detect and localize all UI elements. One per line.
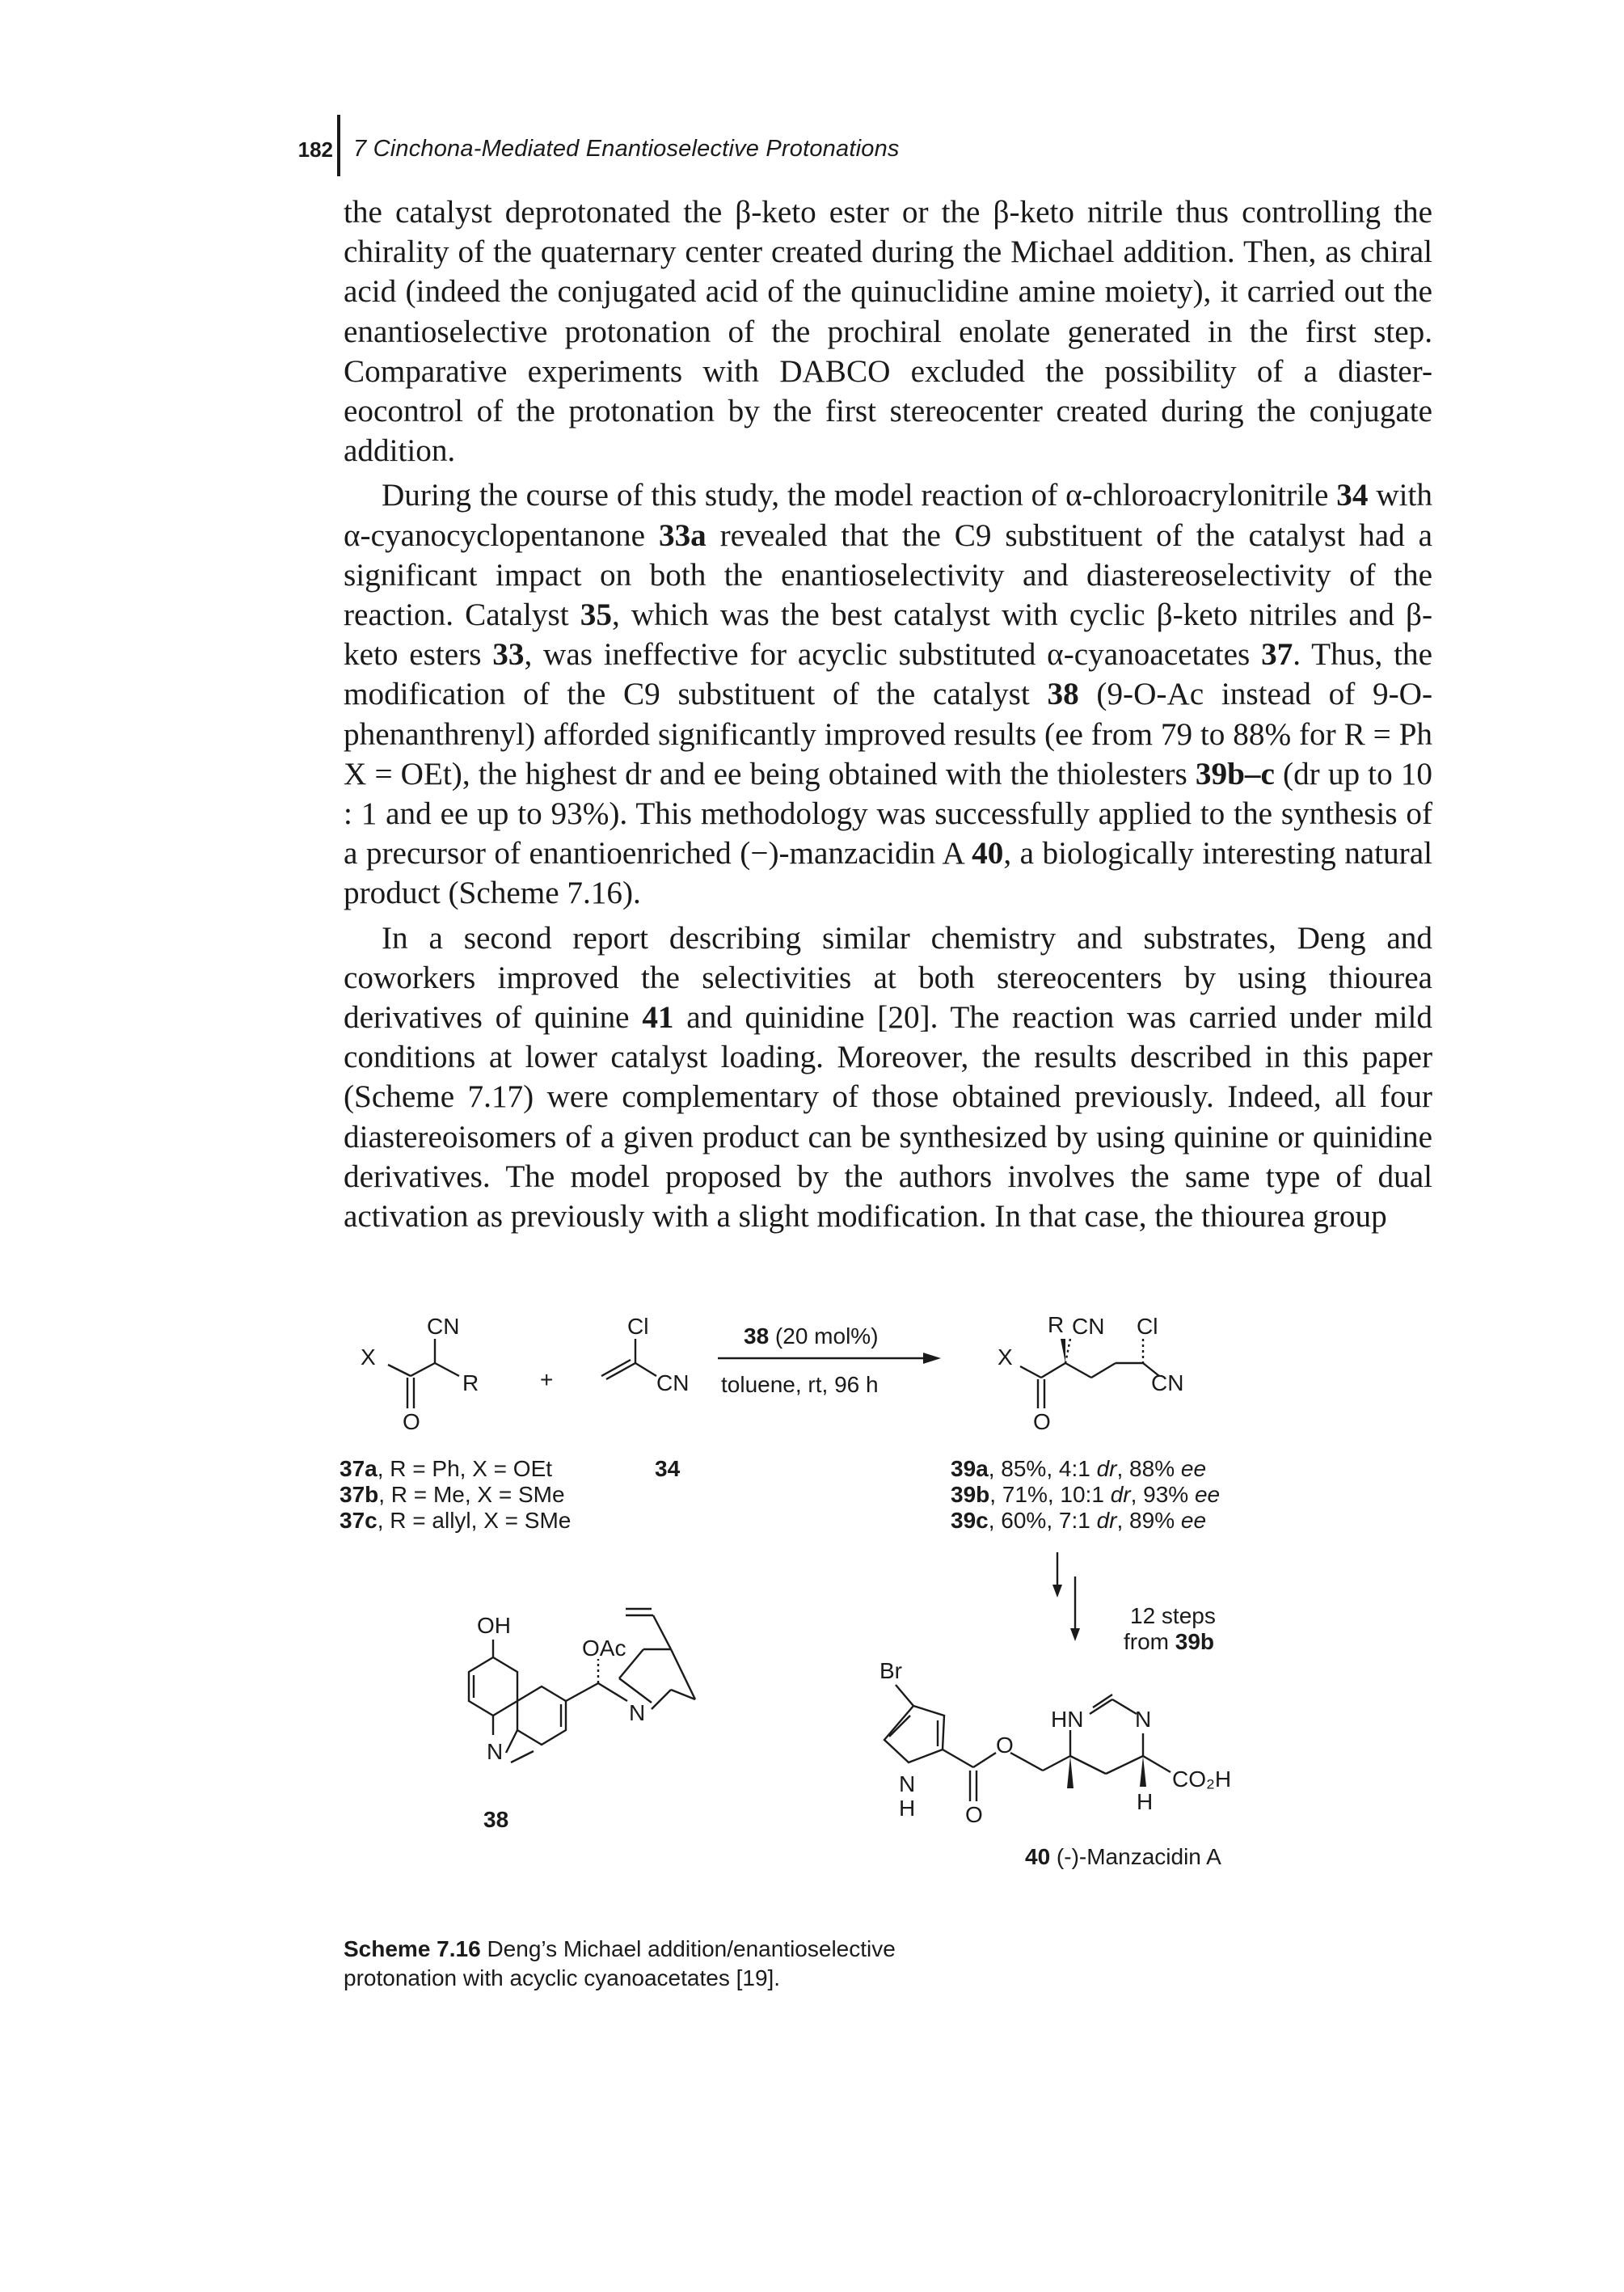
chloroacrylonitrile-structure: Cl CN: [601, 1314, 689, 1395]
product-39b-entry: 39b, 71%, 10:1 dr, 93% ee: [951, 1482, 1220, 1507]
manzacidin-br-label: Br: [879, 1658, 902, 1683]
product-cl-label: Cl: [1137, 1314, 1158, 1339]
scheme-drawing: CN X R O + Cl CN 38 (20 mol%): [340, 1312, 1231, 1869]
manzacidin-a-structure: Br N H O O HN N H: [879, 1658, 1231, 1869]
body-text: the catalyst deprotonated the β-keto est…: [344, 192, 1432, 1236]
acrylonitrile-cl-label: Cl: [627, 1314, 648, 1339]
steps-arrow: 12 steps from 39b: [1052, 1552, 1216, 1654]
substrate-r-label: R: [462, 1370, 479, 1395]
substrate-cn-label: CN: [427, 1314, 459, 1339]
product-legend: 39a, 85%, 4:1 dr, 88% ee 39b, 71%, 10:1 …: [951, 1456, 1220, 1533]
paragraph-2: During the course of this study, the mod…: [344, 478, 1432, 911]
manzacidin-ester-o: O: [996, 1733, 1014, 1758]
manzacidin-h-label: H: [1137, 1789, 1153, 1814]
manzacidin-carbonyl-o: O: [965, 1802, 983, 1827]
caption-label: Scheme 7.16: [344, 1936, 481, 1961]
scheme-7-16: CN X R O + Cl CN 38 (20 mol%): [340, 1310, 1374, 2005]
substrate-34-label: 34: [655, 1456, 681, 1481]
product-x-label: X: [998, 1344, 1013, 1370]
catalyst-quinuclidine-n: N: [629, 1700, 645, 1725]
header-rule: [337, 115, 340, 176]
product-cn2-label: CN: [1151, 1370, 1183, 1395]
manzacidin-label: 40 (-)-Manzacidin A: [1025, 1844, 1221, 1869]
substrate-37b-entry: 37b, R = Me, X = SMe: [340, 1482, 565, 1507]
product-39-structure: R CN Cl X CN O: [998, 1312, 1183, 1434]
steps-source: from 39b: [1124, 1629, 1214, 1654]
catalyst-quinoline-n: N: [487, 1739, 503, 1764]
catalyst-oh-label: OH: [477, 1613, 511, 1638]
steps-count: 12 steps: [1130, 1603, 1216, 1628]
acrylonitrile-cn-label: CN: [656, 1370, 689, 1395]
product-r-label: R: [1048, 1312, 1064, 1337]
page-number: 182: [297, 137, 333, 162]
product-39a-entry: 39a, 85%, 4:1 dr, 88% ee: [951, 1456, 1206, 1481]
caption-text: Deng’s Michael addition/enantioselective…: [344, 1936, 896, 1990]
plus-sign: +: [540, 1367, 553, 1392]
running-title: 7 Cinchona-Mediated Enantioselective Pro…: [353, 136, 900, 162]
manzacidin-pyrrole-n: N: [899, 1771, 915, 1796]
substrate-37-structure: CN X R O: [361, 1314, 479, 1434]
manzacidin-pyrrole-h: H: [899, 1796, 915, 1821]
substrate-37c-entry: 37c, R = allyl, X = SMe: [340, 1508, 571, 1533]
product-o-label: O: [1033, 1409, 1051, 1434]
substrate-o-label: O: [403, 1409, 420, 1434]
catalyst-oac-label: OAc: [582, 1636, 626, 1661]
scheme-caption: Scheme 7.16 Deng’s Michael addition/enan…: [344, 1935, 990, 1993]
manzacidin-hn-label: HN: [1051, 1707, 1083, 1732]
substrate-37a-entry: 37a, R = Ph, X = OEt: [340, 1456, 552, 1481]
arrow-conditions-bottom: toluene, rt, 96 h: [721, 1372, 879, 1397]
product-39c-entry: 39c, 60%, 7:1 dr, 89% ee: [951, 1508, 1206, 1533]
paragraph-3: In a second report describing similar ch…: [344, 920, 1432, 1235]
manzacidin-co2h-label: CO₂H: [1172, 1766, 1231, 1792]
paragraph-1: the catalyst deprotonated the β-keto est…: [344, 195, 1432, 469]
manzacidin-n-label: N: [1135, 1707, 1151, 1732]
substrate-legend: 37a, R = Ph, X = OEt 34 37b, R = Me, X =…: [340, 1456, 681, 1533]
arrow-conditions-top: 38 (20 mol%): [744, 1323, 879, 1349]
catalyst-38-label: 38: [483, 1807, 508, 1832]
substrate-x-label: X: [361, 1344, 376, 1370]
product-cn-label: CN: [1072, 1314, 1104, 1339]
reaction-arrow: 38 (20 mol%) toluene, rt, 96 h: [718, 1323, 941, 1397]
catalyst-38-structure: OH N OAc N 38: [467, 1607, 697, 1832]
